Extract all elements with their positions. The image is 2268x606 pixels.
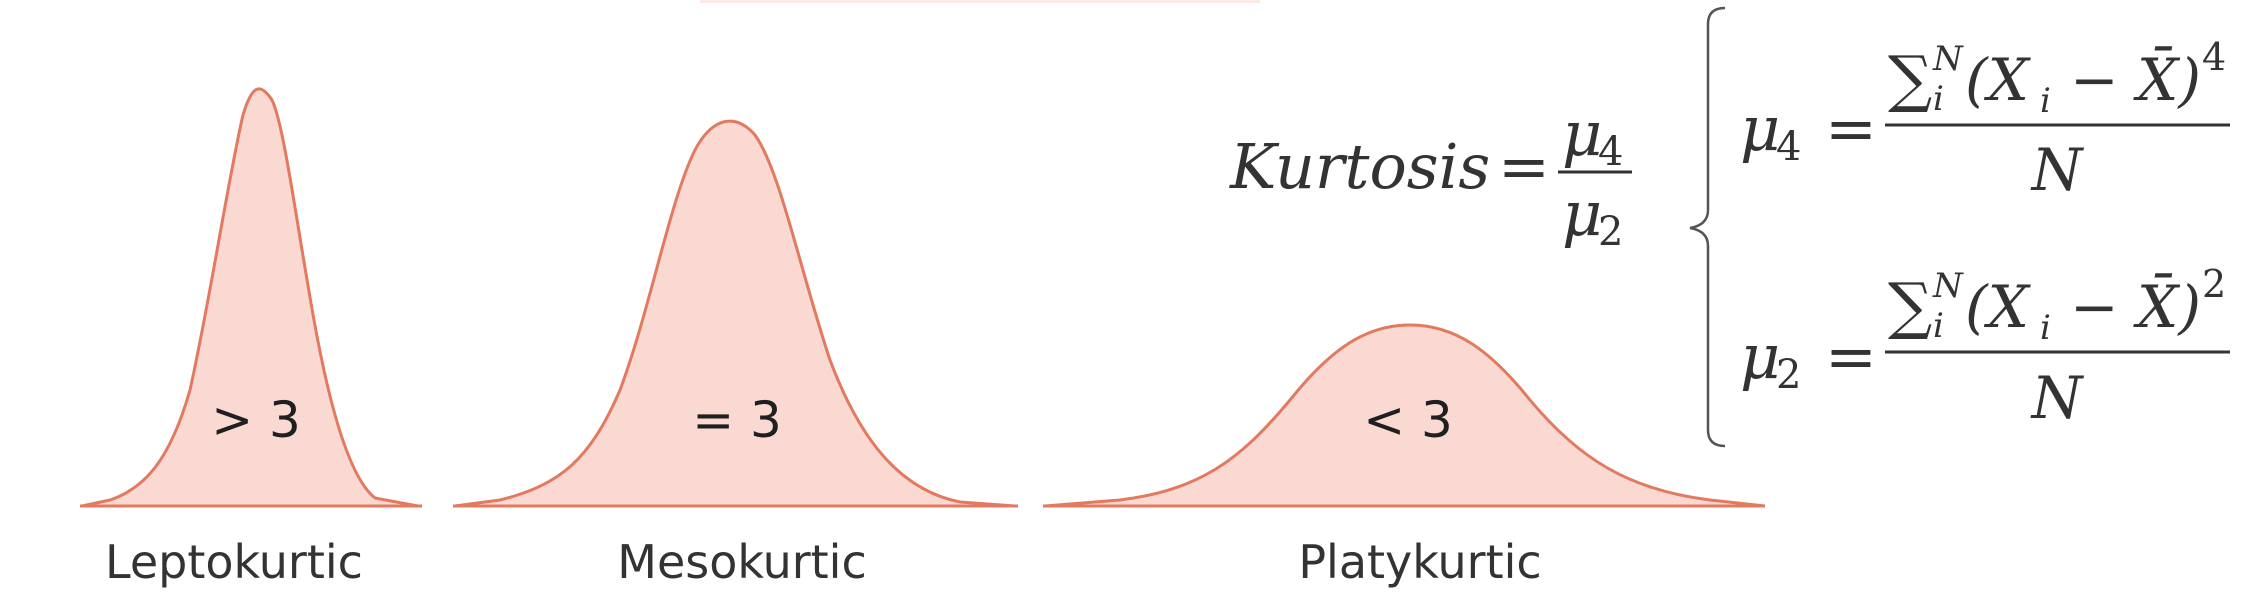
- mu2-sigma: ∑: [1888, 269, 1932, 342]
- mu2-minus-xbar: − X̄): [2070, 272, 2201, 341]
- mesokurtic-curve: [454, 119, 1016, 508]
- mu4-term: (X: [1965, 46, 2032, 114]
- mu2-denominator-sub: 2: [1598, 209, 1623, 255]
- mu2-sigma-sub: i: [1933, 306, 1944, 346]
- kurtosis-word: Kurtosis: [1229, 130, 1490, 203]
- mu4-sigma-sup: N: [1932, 39, 1964, 79]
- mu2-equals: =: [1825, 320, 1877, 393]
- kurtosis-formula: Kurtosis = μ 4 μ 2: [1229, 97, 1632, 255]
- mu2-symbol: μ: [1740, 320, 1780, 393]
- platykurtic-curve: [1044, 323, 1766, 508]
- mu2-denominator: N: [2030, 364, 2085, 432]
- mu4-symbol-sub: 4: [1776, 124, 1801, 170]
- mu2-definition: μ 2 = ∑ N i (X i − X̄) 2 N: [1740, 262, 2230, 432]
- mu4-definition: μ 4 = ∑ N i (X i − X̄) 4 N: [1740, 35, 2230, 204]
- curly-brace: [1689, 6, 1726, 448]
- kurtosis-equals: =: [1498, 130, 1550, 203]
- mu4-minus-xbar: − X̄): [2070, 45, 2201, 114]
- mesokurtic-value: = 3: [692, 391, 782, 449]
- mu2-symbol-sub: 2: [1776, 352, 1801, 398]
- mu4-equals: =: [1825, 92, 1877, 165]
- mu2-term-sub: i: [2040, 308, 2051, 348]
- mesokurtic-label: Mesokurtic: [617, 535, 867, 589]
- mu4-sigma: ∑: [1888, 42, 1932, 115]
- platykurtic-label: Platykurtic: [1298, 535, 1541, 589]
- mu2-term: (X: [1965, 273, 2032, 341]
- mu4-symbol: μ: [1740, 92, 1780, 165]
- mu2-power: 2: [2202, 262, 2226, 306]
- mu4-term-sub: i: [2040, 81, 2051, 121]
- leptokurtic-label: Leptokurtic: [105, 535, 363, 589]
- leptokurtic-value: > 3: [211, 391, 301, 449]
- mu4-sigma-sub: i: [1933, 79, 1944, 119]
- mu4-numerator: μ: [1562, 97, 1602, 170]
- mu4-power: 4: [2202, 35, 2226, 79]
- platykurtic-value: < 3: [1363, 391, 1453, 449]
- mu2-denominator: μ: [1562, 177, 1602, 250]
- mu2-sigma-sup: N: [1932, 266, 1964, 306]
- top-strip: [700, 0, 1260, 3]
- mu4-numerator-sub: 4: [1598, 129, 1623, 175]
- mu4-denominator: N: [2030, 136, 2085, 204]
- leptokurtic-curve: [81, 87, 419, 508]
